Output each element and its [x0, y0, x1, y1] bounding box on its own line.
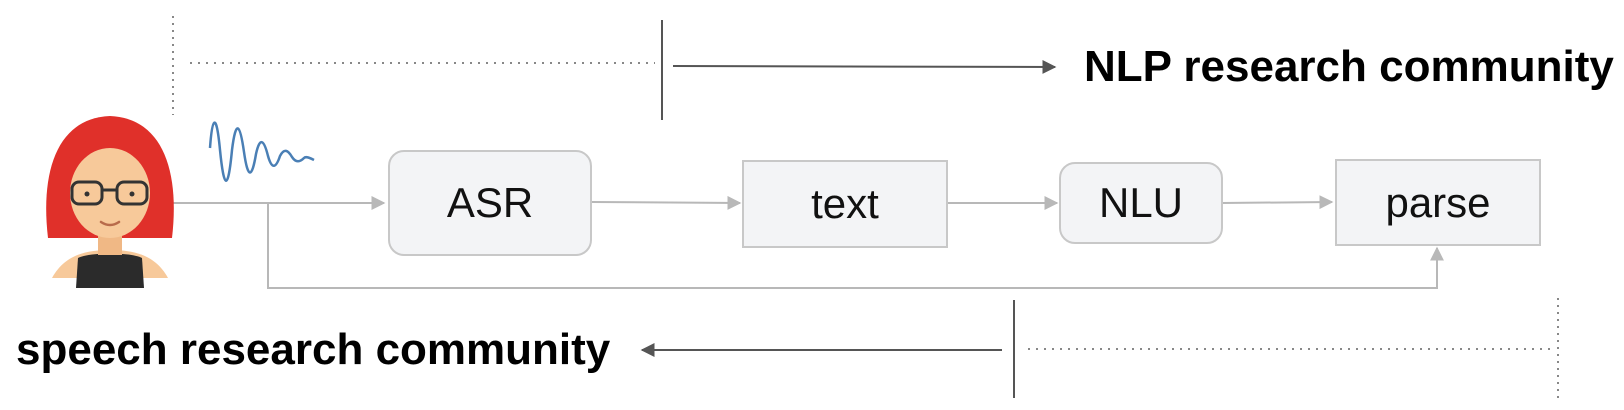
flow-arrow-nlu-to-parse [1221, 195, 1334, 210]
nlp-community-label: NLP research community [1084, 42, 1614, 91]
nlu-box: NLU [1059, 162, 1223, 244]
text-label: text [811, 180, 879, 227]
asr-label: ASR [446, 179, 534, 226]
nlp-community-arrow [672, 59, 1057, 74]
text-box: text [742, 160, 948, 248]
bypass-arrow-user-to-parse [267, 203, 1444, 289]
parse-box: parse [1335, 159, 1541, 246]
asr-box: ASR [388, 150, 592, 256]
speech-waveform-icon [208, 121, 315, 182]
nlu-label: NLU [1098, 179, 1184, 226]
flow-arrow-asr-to-text [591, 195, 742, 210]
user-avatar-icon [46, 116, 174, 288]
parse-label: parse [1385, 178, 1491, 226]
speech-community-label: speech research community [16, 325, 611, 374]
